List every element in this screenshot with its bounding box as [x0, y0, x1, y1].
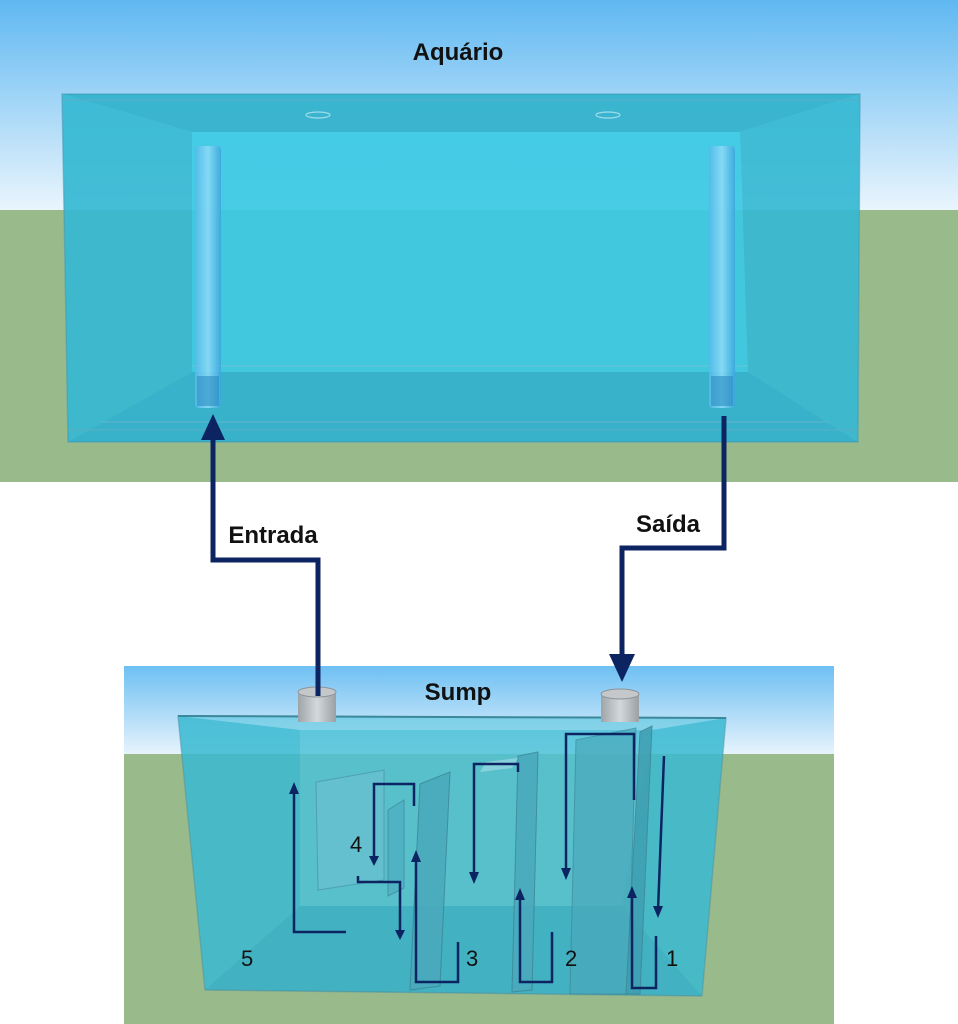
inlet-flow-line — [210, 436, 321, 696]
arrowhead-chamber-1-up — [627, 886, 637, 898]
arrowhead-chamber-5-up — [289, 782, 299, 794]
outlet-flow-line — [619, 416, 727, 656]
flow-line-chamber-1-under — [630, 898, 658, 990]
flow-line-over-baffle-2 — [472, 762, 520, 874]
sump-flow-arrowheads — [289, 782, 663, 940]
chamber-numbers: 1 2 3 4 5 — [241, 832, 678, 971]
arrowhead-chamber-3-up — [411, 850, 421, 862]
chamber-number-3: 3 — [466, 946, 478, 971]
outlet-flow-arrowhead — [609, 654, 635, 682]
baffle-chamber-4-front — [387, 799, 405, 897]
flow-line-over-chamber-4 — [372, 782, 416, 858]
sump-tank — [177, 686, 727, 997]
flow-line-chamber-4-down — [356, 876, 402, 934]
baffle-2 — [511, 751, 539, 993]
flow-line-chamber-1-down — [656, 755, 666, 911]
flow-line-chamber-3-under — [414, 860, 460, 984]
inlet-pipe — [195, 146, 221, 408]
sump-drain-pipe-top — [600, 688, 640, 700]
arrowhead-chamber-4-down — [369, 856, 379, 866]
arrowhead-chamber-1-down — [653, 906, 663, 918]
outlet-flow: Saída — [609, 416, 727, 682]
baffle-1a — [569, 727, 637, 995]
flow-line-chamber-2-under — [518, 900, 554, 984]
arrowhead-baffle-2-down — [469, 872, 479, 884]
lid-hole-left — [305, 111, 331, 119]
lid-hole-right — [595, 111, 621, 119]
outlet-label: Saída — [636, 511, 701, 538]
sump-scene: 1 2 3 4 5 Sump — [124, 666, 834, 1024]
baffle-3 — [409, 771, 451, 991]
flow-line-chamber-5 — [292, 790, 346, 934]
arrowhead-chamber-2-up — [515, 888, 525, 900]
tank-front-glass — [61, 93, 861, 443]
aquarium-tank — [61, 93, 861, 443]
sump-flow-path — [292, 732, 666, 990]
flow-line-over-baffle-1 — [564, 732, 636, 870]
inlet-pipe-strainer — [197, 376, 219, 406]
chamber-number-5: 5 — [241, 946, 253, 971]
sump-title: Sump — [425, 679, 492, 706]
inlet-flow: Entrada — [201, 414, 321, 696]
outlet-pipe — [709, 146, 735, 408]
arrowhead-chamber-4-exit-down — [395, 930, 405, 940]
chamber-number-1: 1 — [666, 946, 678, 971]
outlet-pipe-strainer — [711, 376, 733, 406]
inlet-flow-arrowhead — [201, 414, 225, 440]
aquarium-scene: Aquário — [0, 0, 958, 482]
sump-left-wall — [178, 716, 300, 990]
baffle-chamber-4-back — [315, 769, 385, 891]
chamber-number-2: 2 — [565, 946, 577, 971]
chamber-number-4: 4 — [350, 832, 362, 857]
arrowhead-baffle-1-down — [561, 868, 571, 880]
inlet-label: Entrada — [228, 522, 318, 549]
aquarium-title: Aquário — [413, 39, 504, 66]
